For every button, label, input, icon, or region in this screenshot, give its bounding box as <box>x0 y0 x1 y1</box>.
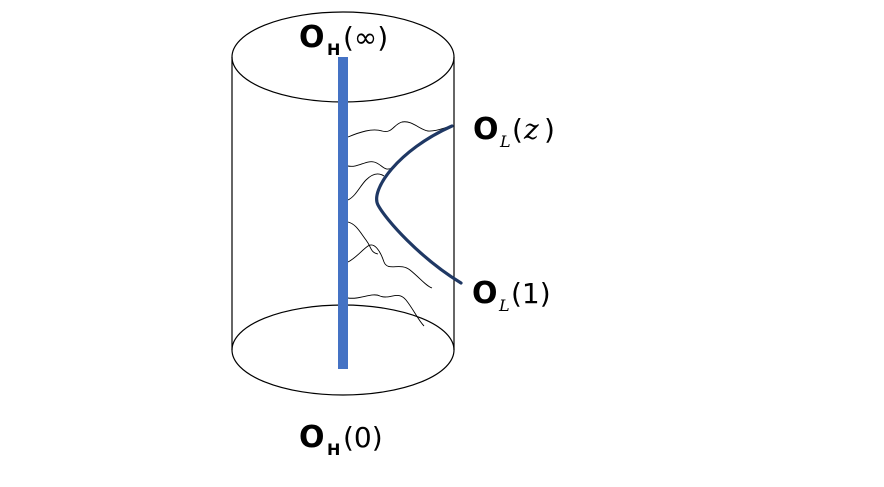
svg-text:): ) <box>544 113 555 146</box>
wiggle-2 <box>347 161 393 170</box>
svg-text:O: O <box>299 20 325 55</box>
svg-text:z: z <box>523 113 539 146</box>
label-ol-one: O L (1) <box>472 276 551 315</box>
label-oh-infinity: O H (∞) <box>299 20 388 59</box>
wiggle-4 <box>347 221 379 255</box>
svg-text:(0): (0) <box>343 421 383 454</box>
label-oh-zero: O H (0) <box>299 420 383 459</box>
svg-text:O: O <box>299 420 325 455</box>
svg-text:(∞): (∞) <box>343 21 388 54</box>
wiggle-1 <box>347 121 453 138</box>
svg-text:H: H <box>327 40 340 59</box>
svg-text:L: L <box>499 132 511 151</box>
light-operator-curve <box>375 124 463 285</box>
svg-text:O: O <box>473 112 499 147</box>
wiggle-3 <box>347 173 385 201</box>
wiggle-6 <box>347 294 425 327</box>
wiggle-5 <box>347 244 433 289</box>
wiggly-curves <box>347 121 453 327</box>
label-ol-z: O L ( z ) <box>473 112 555 151</box>
heavy-operator-line <box>338 57 348 369</box>
svg-text:L: L <box>498 296 510 315</box>
cylinder-bottom-front-arc <box>231 349 455 396</box>
svg-text:O: O <box>472 276 498 311</box>
svg-text:(: ( <box>512 113 523 146</box>
svg-text:(1): (1) <box>511 277 551 310</box>
svg-text:H: H <box>327 440 340 459</box>
